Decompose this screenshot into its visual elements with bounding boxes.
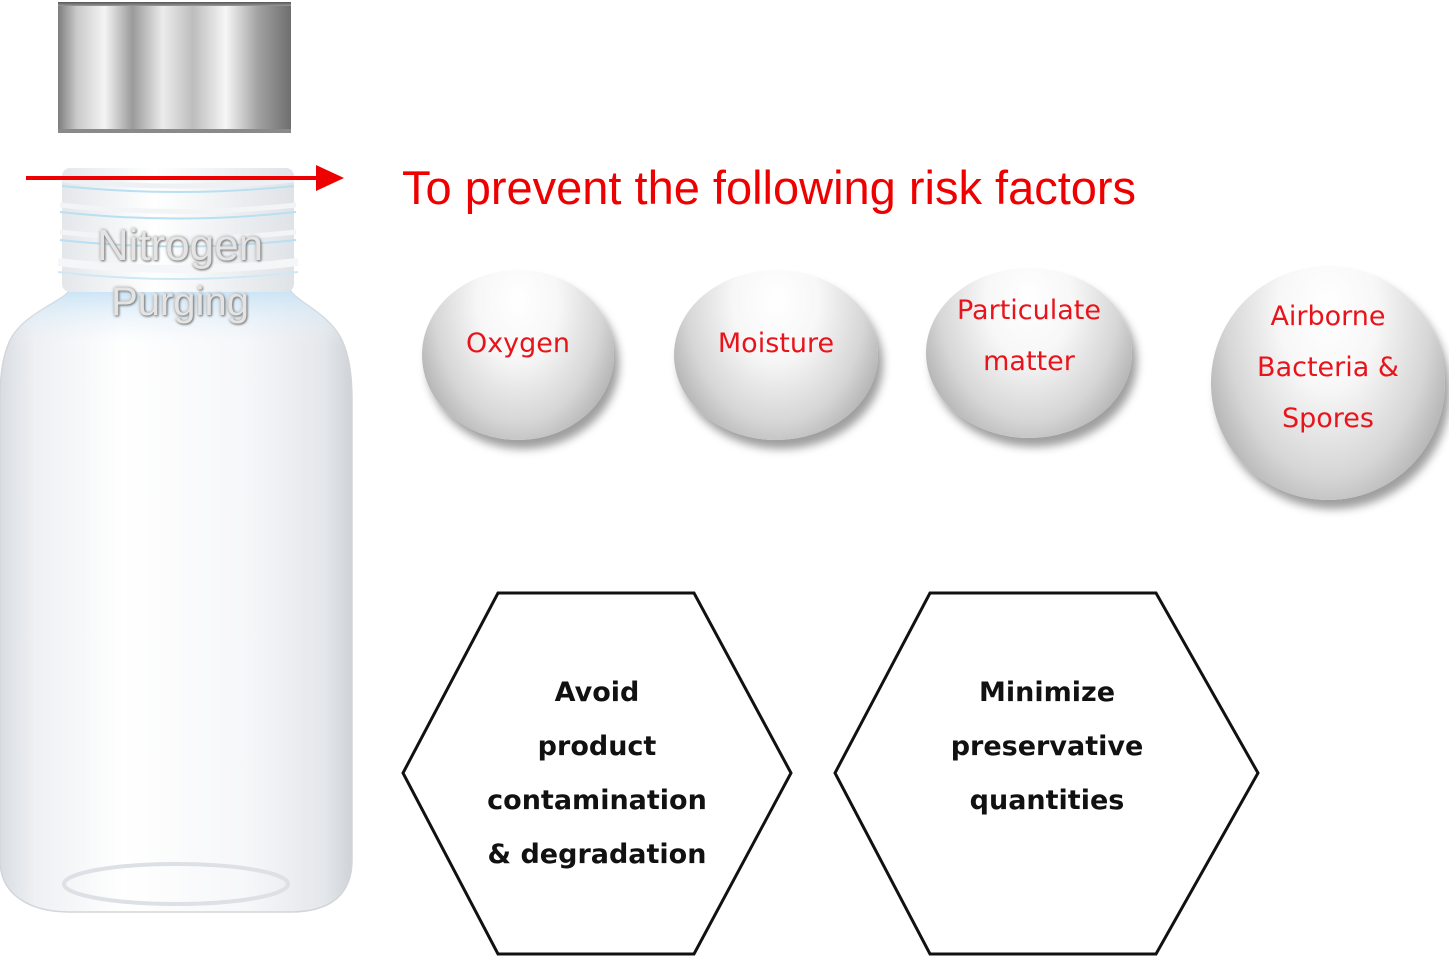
vial-bottle-icon [0, 2, 353, 913]
risk-factor-label: Oxygen [465, 327, 571, 359]
benefit-minimize-label: Minimize preservative quantities [950, 677, 1144, 816]
benefit-hexagon-avoid [401, 591, 793, 956]
metal-cap-icon [58, 2, 291, 133]
risk-factor-particulate: Particulate matter [926, 268, 1132, 438]
benefit-hexagons [401, 591, 1260, 956]
benefit-avoid-label: Avoid product contamination & degradatio… [487, 677, 707, 870]
purging-label: Purging [111, 280, 249, 324]
nitrogen-label: Nitrogen [96, 221, 264, 270]
risk-factor-label: Airborne Bacteria & Spores [1257, 300, 1399, 434]
risk-factor-airborne: Airborne Bacteria & Spores [1211, 266, 1445, 500]
risk-factor-label: Particulate matter [956, 295, 1101, 377]
risk-factor-oxygen: Oxygen [422, 270, 614, 440]
risk-factor-label: Moisture [717, 327, 835, 359]
risk-factor-moisture: Moisture [674, 270, 878, 440]
page-title: To prevent the following risk factors [402, 161, 1137, 214]
benefit-hexagon-minimize [833, 591, 1260, 956]
right-arrow-icon [26, 165, 344, 191]
